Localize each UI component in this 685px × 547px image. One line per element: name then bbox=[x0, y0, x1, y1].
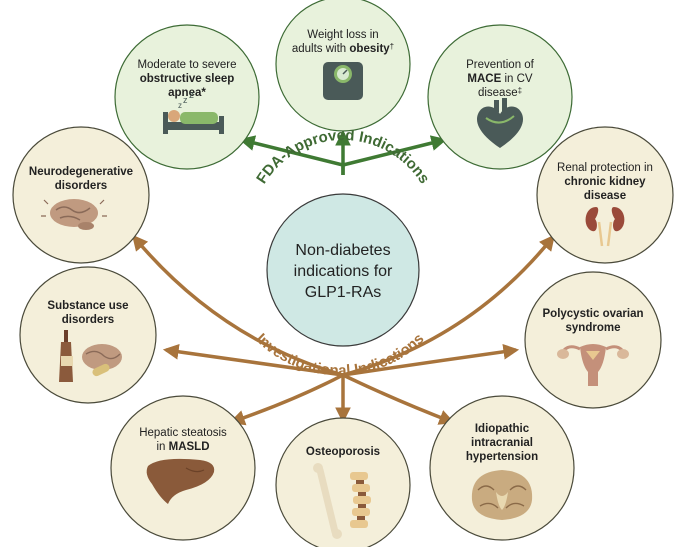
iih-line-3: hypertension bbox=[466, 451, 538, 463]
svg-text:z: z bbox=[178, 101, 182, 110]
center-node: Non-diabetes indications for GLP1-RAs bbox=[266, 193, 420, 347]
sleep-apnea-line-2: obstructive sleep bbox=[140, 73, 235, 85]
renal-line-2: chronic kidney bbox=[564, 176, 646, 188]
mace-line-1: Prevention of bbox=[466, 59, 535, 71]
node-obesity: Weight loss in adults with obesity† bbox=[275, 0, 411, 132]
neurodegenerative-line-1: Neurodegenerative bbox=[29, 166, 133, 178]
renal-line-1: Renal protection in bbox=[557, 162, 653, 174]
kidneys-icon bbox=[585, 207, 625, 247]
arrow-to-masld bbox=[229, 373, 344, 426]
svg-text:z: z bbox=[183, 95, 188, 105]
substance-line-2: disorders bbox=[62, 314, 114, 326]
bone-spine-icon bbox=[313, 463, 371, 539]
node-osteoporosis: Osteoporosis bbox=[275, 417, 411, 547]
brain-cross-section-icon bbox=[471, 470, 533, 520]
node-masld: Hepatic steatosis in MASLD bbox=[110, 395, 256, 541]
renal-line-3: disease bbox=[584, 190, 626, 202]
arrow-to-substance bbox=[162, 343, 344, 377]
node-neurodegenerative: Neurodegenerative disorders bbox=[12, 126, 150, 264]
arrow-to-mace bbox=[342, 135, 448, 167]
heart-icon bbox=[476, 98, 524, 148]
substance-line-1: Substance use bbox=[47, 300, 128, 312]
node-renal: Renal protection in chronic kidney disea… bbox=[536, 126, 674, 264]
osteoporosis-line-1: Osteoporosis bbox=[306, 446, 380, 458]
liver-icon bbox=[146, 458, 215, 504]
pcos-line-1: Polycystic ovarian bbox=[543, 308, 644, 320]
bottle-brain-icon bbox=[59, 330, 122, 382]
arrow-to-iih bbox=[342, 373, 455, 425]
masld-line-1: Hepatic steatosis bbox=[139, 427, 227, 439]
node-substance: Substance use disorders bbox=[19, 266, 157, 404]
investigational-arrows bbox=[131, 234, 555, 426]
brain-icon bbox=[41, 199, 107, 230]
arrow-to-renal bbox=[342, 234, 555, 377]
arrow-to-neurodegenerative bbox=[131, 234, 344, 377]
node-pcos: Polycystic ovarian syndrome bbox=[524, 271, 662, 409]
node-sleep-apnea: Moderate to severe obstructive sleep apn… bbox=[114, 24, 260, 170]
center-line-2: indications for bbox=[294, 263, 393, 280]
uterus-icon bbox=[557, 344, 629, 386]
iih-line-2: intracranial bbox=[471, 437, 533, 449]
sleep-apnea-line-1: Moderate to severe bbox=[137, 59, 236, 71]
node-mace: Prevention of MACE in CV disease‡ bbox=[427, 24, 573, 170]
sleep-apnea-line-3: apnea* bbox=[168, 87, 206, 99]
mace-line-2: MACE in CV bbox=[467, 73, 533, 85]
bed-icon: z z z bbox=[163, 90, 224, 134]
mace-line-3: disease‡ bbox=[478, 86, 522, 99]
obesity-line-2: adults with obesity† bbox=[292, 42, 394, 55]
scale-icon bbox=[323, 62, 363, 100]
obesity-line-1: Weight loss in bbox=[307, 29, 378, 41]
arrow-to-pcos bbox=[342, 343, 520, 377]
pcos-line-2: syndrome bbox=[566, 322, 621, 334]
iih-line-1: Idiopathic bbox=[475, 423, 530, 435]
center-line-3: GLP1-RAs bbox=[305, 284, 381, 301]
center-line-1: Non-diabetes bbox=[295, 242, 390, 259]
neurodegenerative-line-2: disorders bbox=[55, 180, 107, 192]
node-iih: Idiopathic intracranial hypertension bbox=[429, 395, 575, 541]
svg-text:z: z bbox=[189, 90, 194, 101]
approved-arrows bbox=[238, 129, 448, 175]
masld-line-2: in MASLD bbox=[156, 441, 209, 453]
